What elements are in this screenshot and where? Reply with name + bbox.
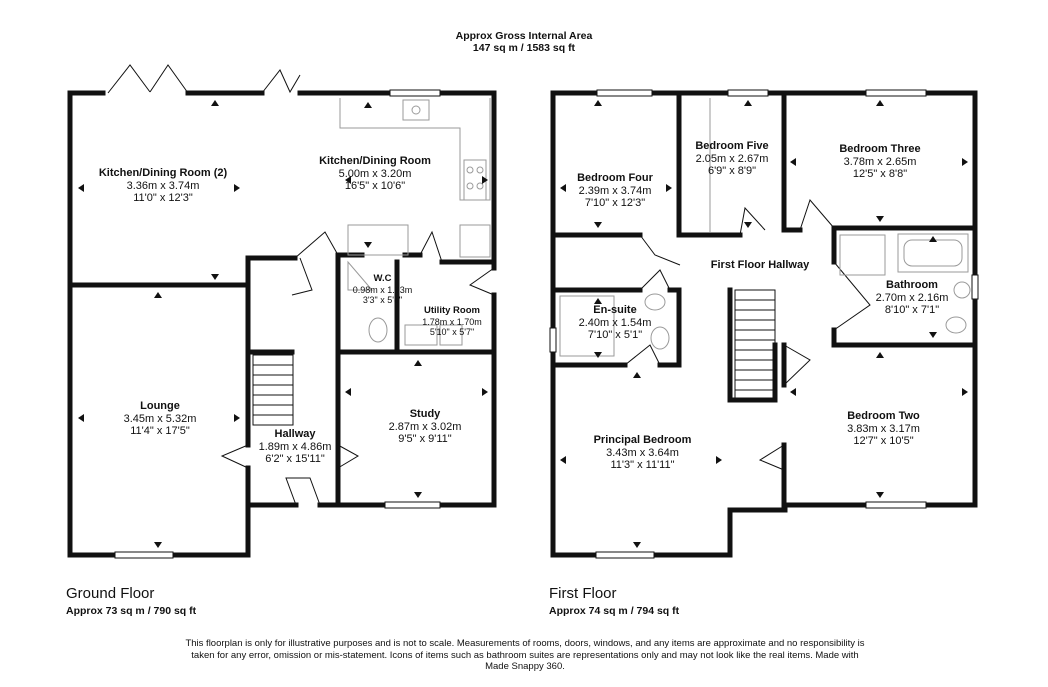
room-utility: Utility Room 1.78m x 1.70m 5'10" x 5'7" — [422, 305, 482, 337]
room-en-suite: En-suite 2.40m x 1.54m 7'10" x 5'1" — [578, 304, 652, 341]
room-study: Study 2.87m x 3.02m 9'5" x 9'11" — [388, 408, 462, 445]
disclaimer-text: This floorplan is only for illustrative … — [185, 638, 865, 672]
gross-area-value: 147 sq m / 1583 sq ft — [472, 42, 576, 54]
windows — [114, 89, 979, 559]
room-bedroom-four: Bedroom Four 2.39m x 3.74m 7'10" x 12'3" — [577, 172, 653, 209]
first-floor-walls — [550, 90, 978, 558]
ground-floor-area: Approx 73 sq m / 790 sq ft — [66, 605, 197, 617]
ground-floor-walls — [67, 90, 497, 558]
fixtures — [339, 98, 971, 357]
room-wc: W.C 0.98m x 1.73m 3'3" x 5'8" — [352, 273, 413, 305]
room-principal-bedroom: Principal Bedroom 3.43m x 3.64m 11'3" x … — [593, 434, 692, 471]
room-bedroom-three: Bedroom Three 3.78m x 2.65m 12'5" x 8'8" — [839, 143, 921, 180]
room-bedroom-two: Bedroom Two 3.83m x 3.17m 12'7" x 10'5" — [847, 410, 920, 447]
measurement-markers — [78, 100, 968, 548]
first-floor-title: First Floor — [549, 585, 617, 602]
room-kitchen-dining: Kitchen/Dining Room 5.00m x 3.20m 16'5" … — [319, 155, 431, 192]
room-kitchen-dining-2: Kitchen/Dining Room (2) 3.36m x 3.74m 11… — [98, 167, 228, 204]
room-bathroom: Bathroom 2.70m x 2.16m 8'10" x 7'1" — [875, 279, 949, 316]
first-floor-area: Approx 74 sq m / 794 sq ft — [549, 605, 680, 617]
room-bedroom-five: Bedroom Five 2.05m x 2.67m 6'9" x 8'9" — [695, 140, 769, 177]
gross-area-title: Approx Gross Internal Area — [455, 30, 593, 42]
room-lounge: Lounge 3.45m x 5.32m 11'4" x 17'5" — [123, 400, 197, 437]
room-hallway: Hallway 1.89m x 4.86m 6'2" x 15'11" — [258, 428, 332, 465]
stairs — [252, 289, 776, 426]
doors — [107, 64, 871, 506]
ground-floor-title: Ground Floor — [66, 585, 155, 602]
room-first-floor-hallway: First Floor Hallway — [710, 259, 810, 271]
